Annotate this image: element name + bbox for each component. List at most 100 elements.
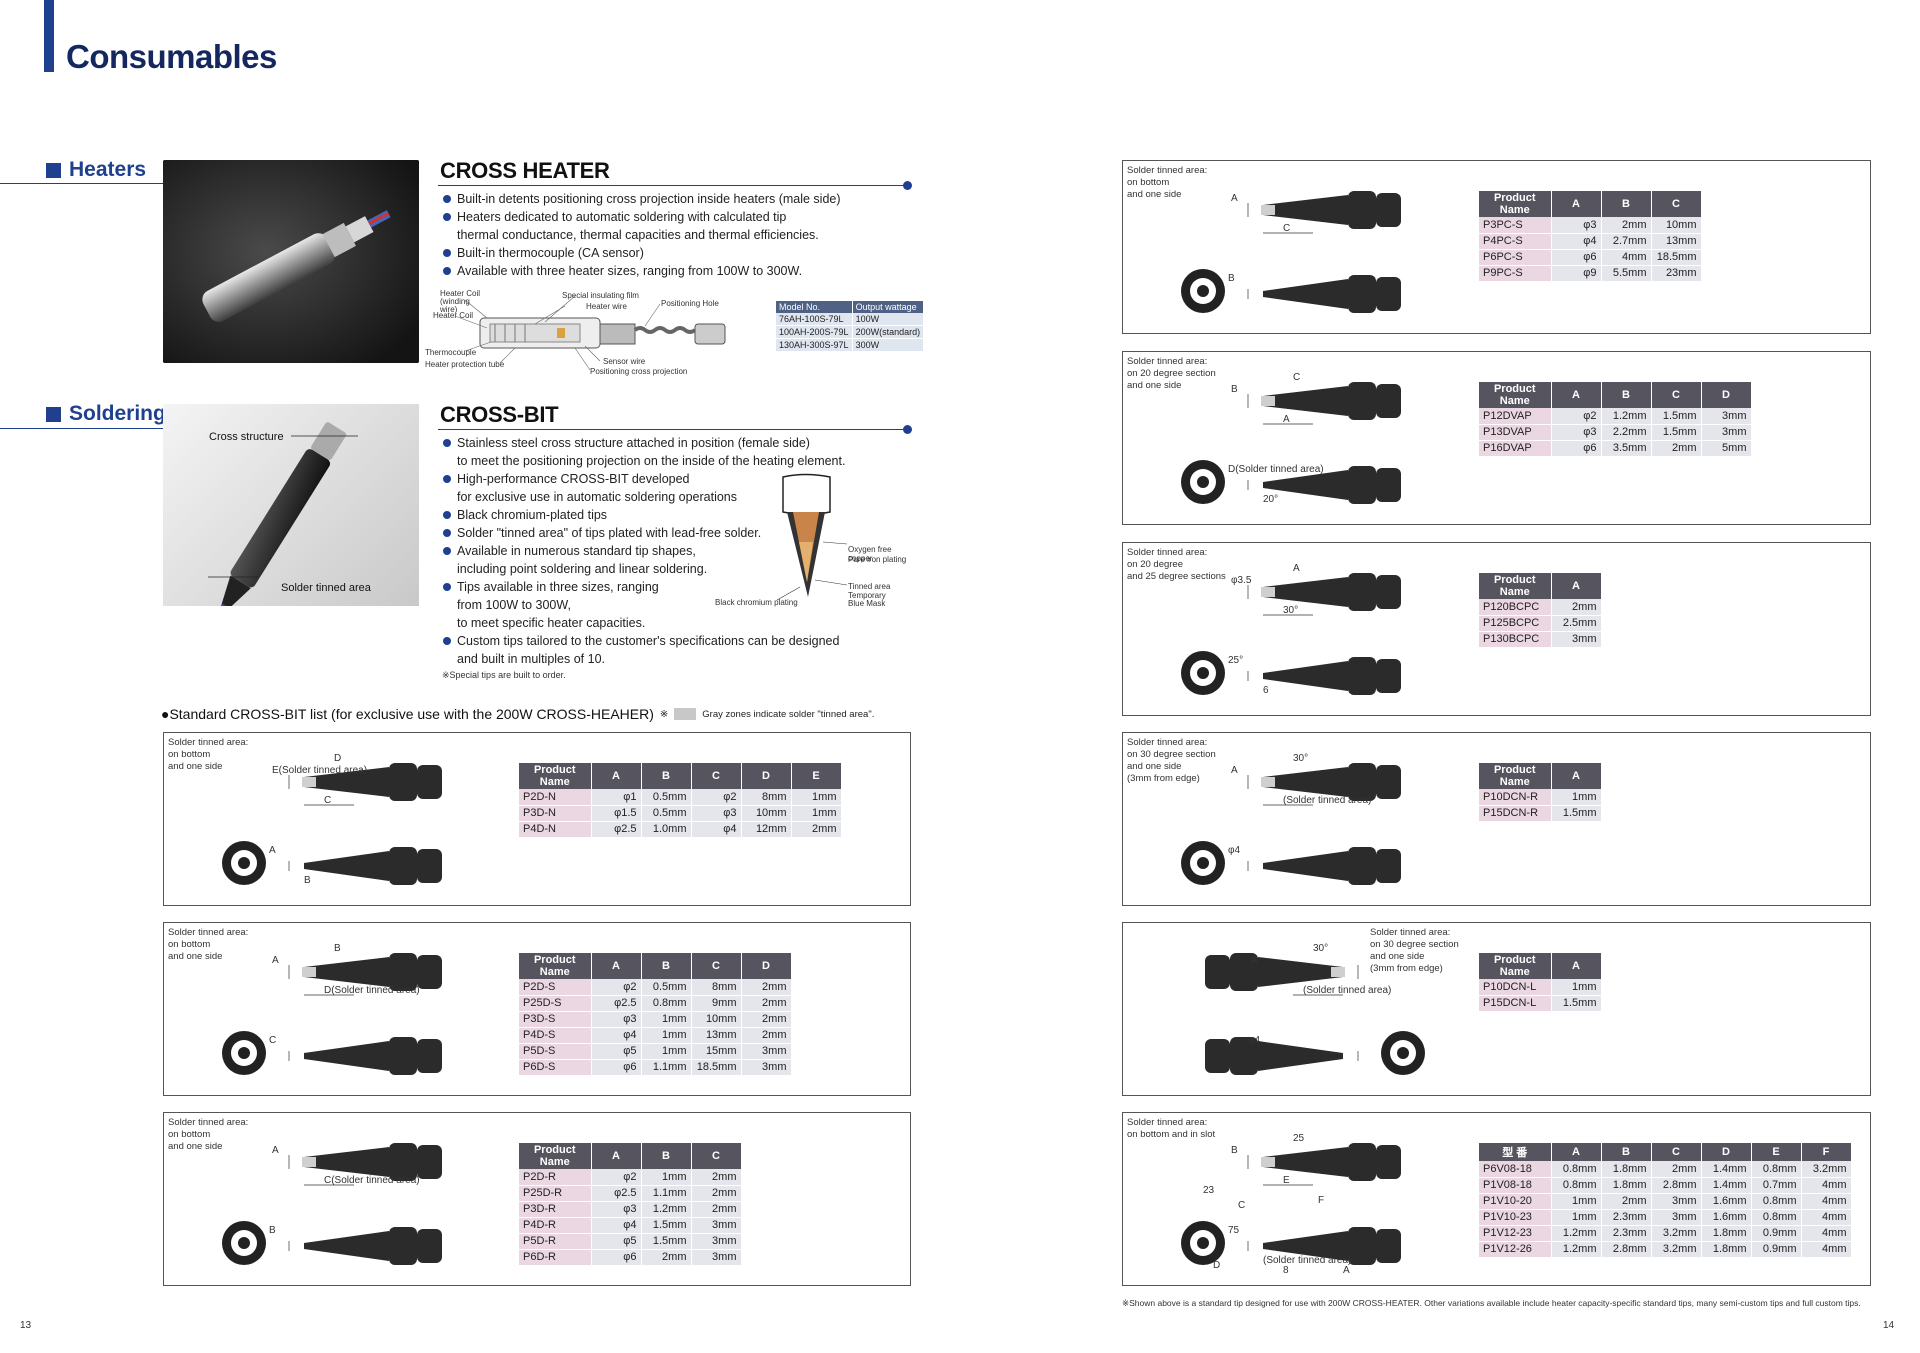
table-header-cell: F [1801,1143,1852,1161]
dimension-label: A [269,845,276,856]
dimension-cell: 1.8mm [1601,1177,1652,1194]
table-header-cell: D [741,763,792,789]
dimension-cell: 10mm [691,1011,742,1028]
model-cell: 100AH-200S-79L [776,325,853,339]
dimension-cell: 0.9mm [1751,1241,1802,1258]
tip-spec-box: Solder tinned area: on bottom and one si… [163,1112,911,1286]
dimension-cell: 0.8mm [1551,1177,1602,1194]
dimension-cell: 1.5mm [641,1233,692,1250]
product-name-cell: P4D-S [519,1027,592,1044]
dimension-label: D(Solder tinned area) [324,985,420,996]
product-name-cell: P15DCN-L [1479,995,1552,1012]
special-tips-note: ※Special tips are built to order. [442,670,566,680]
cross-heater-rule-dot [903,181,912,190]
dimension-cell: 2mm [741,979,792,996]
gray-zone-note: Gray zones indicate solder "tinned area"… [702,708,875,720]
dimension-cell: φ2 [691,789,742,806]
dimension-cell: 1.5mm [641,1217,692,1234]
dimension-cell: 0.8mm [1751,1209,1802,1226]
dimension-cell: 1.5mm [1651,408,1702,425]
product-name-cell: P1V10-23 [1479,1209,1552,1226]
dimension-cell: φ2 [1551,408,1602,425]
dimension-cell: 1.2mm [1601,408,1652,425]
heaters-section-rule [0,183,165,184]
dimension-cell: φ2 [591,979,642,996]
product-name-cell: P6D-S [519,1059,592,1076]
dimension-cell: φ2.5 [591,995,642,1012]
product-name-cell: P13DVAP [1479,424,1552,441]
dimension-cell: 2.5mm [1551,615,1602,632]
label-tinned-area: Tinned area [848,582,891,591]
dimension-cell: 3mm [1651,1193,1702,1210]
dimension-label: A [272,1145,279,1156]
dimension-cell: 3.2mm [1801,1161,1852,1178]
dimension-cell: 0.8mm [1751,1161,1802,1178]
footnote: ※Shown above is a standard tip designed … [1122,1298,1861,1308]
product-name-cell: P25D-R [519,1185,592,1202]
solder-tinned-area-label: Solder tinned area: on bottom and in slo… [1127,1117,1216,1140]
dimension-cell: 1.1mm [641,1059,692,1076]
dimension-cell: 0.7mm [1751,1177,1802,1194]
dimension-cell: 1mm [641,1011,692,1028]
product-name-cell: P3D-S [519,1011,592,1028]
heater-cutaway-diagram: Heater Coil (winding wire) Heater Coil S… [425,288,770,378]
product-name-cell: P6V08-18 [1479,1161,1552,1178]
dimension-label: A [1283,414,1290,425]
dimension-label: (Solder tinned area) [1263,1255,1352,1266]
tip-spec-box: Solder tinned area: on bottom and one si… [163,732,911,906]
dimension-cell: 4mm [1801,1193,1852,1210]
dimension-cell: 3mm [1651,1209,1702,1226]
dimension-cell: φ6 [1551,249,1602,266]
product-name-cell: P120BCPC [1479,599,1552,616]
dimension-cell: 3.5mm [1601,440,1652,457]
dimension-cell: 13mm [691,1027,742,1044]
dimension-cell: 1.4mm [1701,1177,1752,1194]
dimension-cell: 0.8mm [641,995,692,1012]
standard-list-title: ●Standard CROSS-BIT list (for exclusive … [161,706,654,722]
dimension-cell: 2mm [741,995,792,1012]
dimension-cell: 3mm [691,1217,742,1234]
table-header-cell: B [1601,382,1652,408]
dimension-label: B [1231,1145,1238,1156]
cross-heater-photo [163,160,419,363]
solder-tinned-area-label: Solder tinned area: on bottom and one si… [168,927,249,962]
cross-bit-heading: CROSS-BIT [440,402,559,427]
wattage-cell: 100W [852,313,925,326]
dimension-cell: 3mm [1551,631,1602,648]
product-name-cell: P5D-S [519,1043,592,1060]
dimension-label: C [324,795,332,806]
cross-heater-heading: CROSS HEATER [440,158,610,183]
dimension-cell: 1.2mm [1551,1241,1602,1258]
table-header-cell: D [741,953,792,979]
dimension-cell: 5mm [1701,440,1752,457]
table-header-cell: 型 番 [1479,1143,1552,1161]
table-header-cell: Product Name [1479,763,1552,789]
dimension-cell: 5.5mm [1601,265,1652,282]
table-header-cell: B [1601,1143,1652,1161]
dimension-cell: 0.5mm [641,979,692,996]
tip-bullet: High-performance CROSS-BIT developed [442,470,882,488]
tip-bullet-cont: and built in multiples of 10. [457,652,606,666]
dimension-cell: φ4 [1551,233,1602,250]
table-header-cell: E [791,763,842,789]
dimension-cell: φ2.5 [591,821,642,838]
cross-bit-rule-dot [903,425,912,434]
dimension-label: 30° [1293,753,1309,764]
table-header-cell: B [641,1143,692,1169]
dimension-cell: φ2.5 [591,1185,642,1202]
table-header-cell: Product Name [1479,573,1552,599]
table-header-cell: C [691,953,742,979]
product-name-cell: P16DVAP [1479,440,1552,457]
